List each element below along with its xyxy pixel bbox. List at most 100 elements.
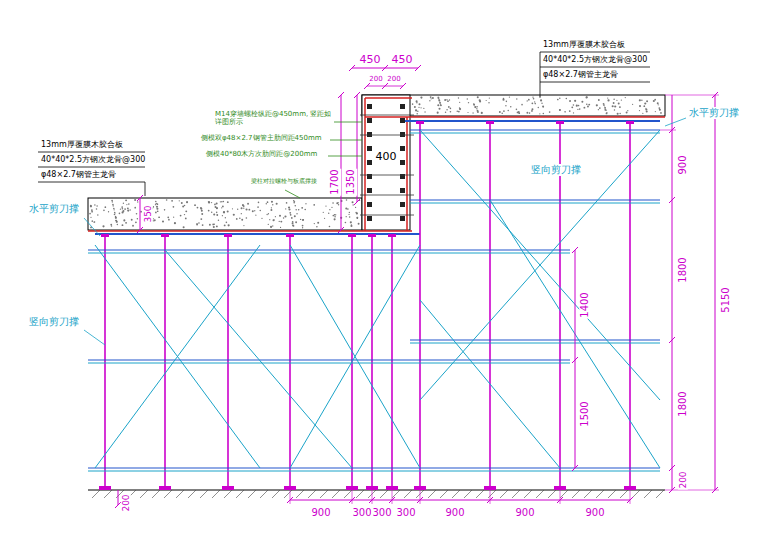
dim-ext xyxy=(560,490,561,504)
concrete-dot xyxy=(587,106,589,108)
concrete-dot xyxy=(213,226,215,228)
ground-hatch xyxy=(260,490,268,498)
concrete-dot xyxy=(243,225,244,226)
concrete-dot xyxy=(214,204,216,206)
concrete-dot xyxy=(115,217,117,219)
concrete-dot xyxy=(646,100,648,102)
concrete-dot xyxy=(509,96,510,97)
concrete-dot xyxy=(415,110,417,112)
concrete-dot xyxy=(220,201,221,202)
wood-stud xyxy=(367,160,372,165)
concrete-dot xyxy=(507,110,508,111)
concrete-dot xyxy=(531,102,533,104)
base-plate xyxy=(284,486,296,490)
concrete-dot xyxy=(214,224,215,225)
concrete-dot xyxy=(154,219,156,221)
concrete-dot xyxy=(416,113,418,115)
wood-stud xyxy=(400,160,405,165)
concrete-dot xyxy=(346,199,348,201)
concrete-dot xyxy=(573,104,575,106)
concrete-dot xyxy=(129,209,130,210)
concrete-dot xyxy=(352,201,354,203)
concrete-dot xyxy=(613,98,615,100)
concrete-dot xyxy=(110,224,112,226)
dimension: 5150 xyxy=(720,286,732,313)
concrete-dot xyxy=(136,213,138,215)
ground-hatch xyxy=(200,490,208,498)
concrete-dot xyxy=(122,224,124,226)
concrete-dot xyxy=(577,109,578,110)
concrete-dot xyxy=(137,218,138,219)
concrete-dot xyxy=(181,202,183,204)
dimension: 1800 xyxy=(677,256,689,283)
material-note: φ48×2.7钢管主龙骨 xyxy=(542,70,619,79)
concrete-dot xyxy=(607,99,609,101)
concrete-dot xyxy=(437,97,439,99)
concrete-dot xyxy=(228,224,230,226)
concrete-dot xyxy=(332,202,334,204)
concrete-dot xyxy=(208,201,210,203)
base-plate xyxy=(624,486,636,490)
concrete-dot xyxy=(502,99,504,101)
concrete-dot xyxy=(447,100,449,102)
concrete-dot xyxy=(639,110,640,111)
dim-tick xyxy=(382,65,388,71)
ground-hatch xyxy=(236,490,244,498)
dim-tick xyxy=(572,465,578,471)
tie-bolt xyxy=(360,195,414,196)
concrete-dot xyxy=(216,203,218,205)
concrete-dot xyxy=(285,208,286,209)
dimension: 900 xyxy=(310,507,331,519)
concrete-dot xyxy=(266,203,267,204)
concrete-dot xyxy=(430,96,432,98)
dimension: 900 xyxy=(584,507,605,519)
concrete-dot xyxy=(116,221,118,223)
dimension: 1350 xyxy=(345,168,357,195)
concrete-dot xyxy=(270,226,272,228)
concrete-dot xyxy=(543,113,544,114)
concrete-dot xyxy=(605,110,606,111)
dim-ext xyxy=(665,95,719,96)
concrete-dot xyxy=(158,216,160,218)
concrete-dot xyxy=(293,225,295,227)
concrete-dot xyxy=(627,110,628,111)
concrete-dot xyxy=(288,208,290,210)
concrete-dot xyxy=(121,206,123,208)
concrete-dot xyxy=(323,212,324,213)
concrete-dot xyxy=(655,111,656,112)
concrete-dot xyxy=(642,113,643,114)
concrete-dot xyxy=(270,209,272,211)
concrete-dot xyxy=(489,97,490,98)
base-plate xyxy=(346,486,358,490)
concrete-dot xyxy=(448,106,450,108)
concrete-dot xyxy=(641,100,642,101)
concrete-dot xyxy=(241,207,243,209)
concrete-dot xyxy=(446,109,448,111)
concrete-dot xyxy=(300,219,301,220)
concrete-dot xyxy=(208,210,210,212)
concrete-dot xyxy=(117,224,118,225)
concrete-dot xyxy=(324,218,325,219)
concrete-dot xyxy=(412,103,414,105)
concrete-dot xyxy=(457,111,458,112)
dim-tick xyxy=(137,227,143,233)
concrete-dot xyxy=(222,206,224,208)
cross-brace xyxy=(420,300,560,468)
base-plate xyxy=(386,486,398,490)
concrete-dot xyxy=(588,104,590,106)
concrete-dot xyxy=(134,207,136,209)
dim-tick xyxy=(364,83,370,89)
dim-ext xyxy=(392,490,393,504)
dimension: 1700 xyxy=(329,168,341,195)
wood-stud xyxy=(400,188,405,193)
concrete-dot xyxy=(252,210,254,212)
concrete-dot xyxy=(639,105,641,107)
ground-hatch xyxy=(644,490,652,498)
base-plate xyxy=(159,486,171,490)
wood-stud xyxy=(400,216,405,221)
concrete-dot xyxy=(654,99,656,101)
label-underline xyxy=(38,167,145,168)
ground-hatch xyxy=(656,490,664,498)
concrete-dot xyxy=(606,113,608,115)
concrete-dot xyxy=(273,219,274,220)
